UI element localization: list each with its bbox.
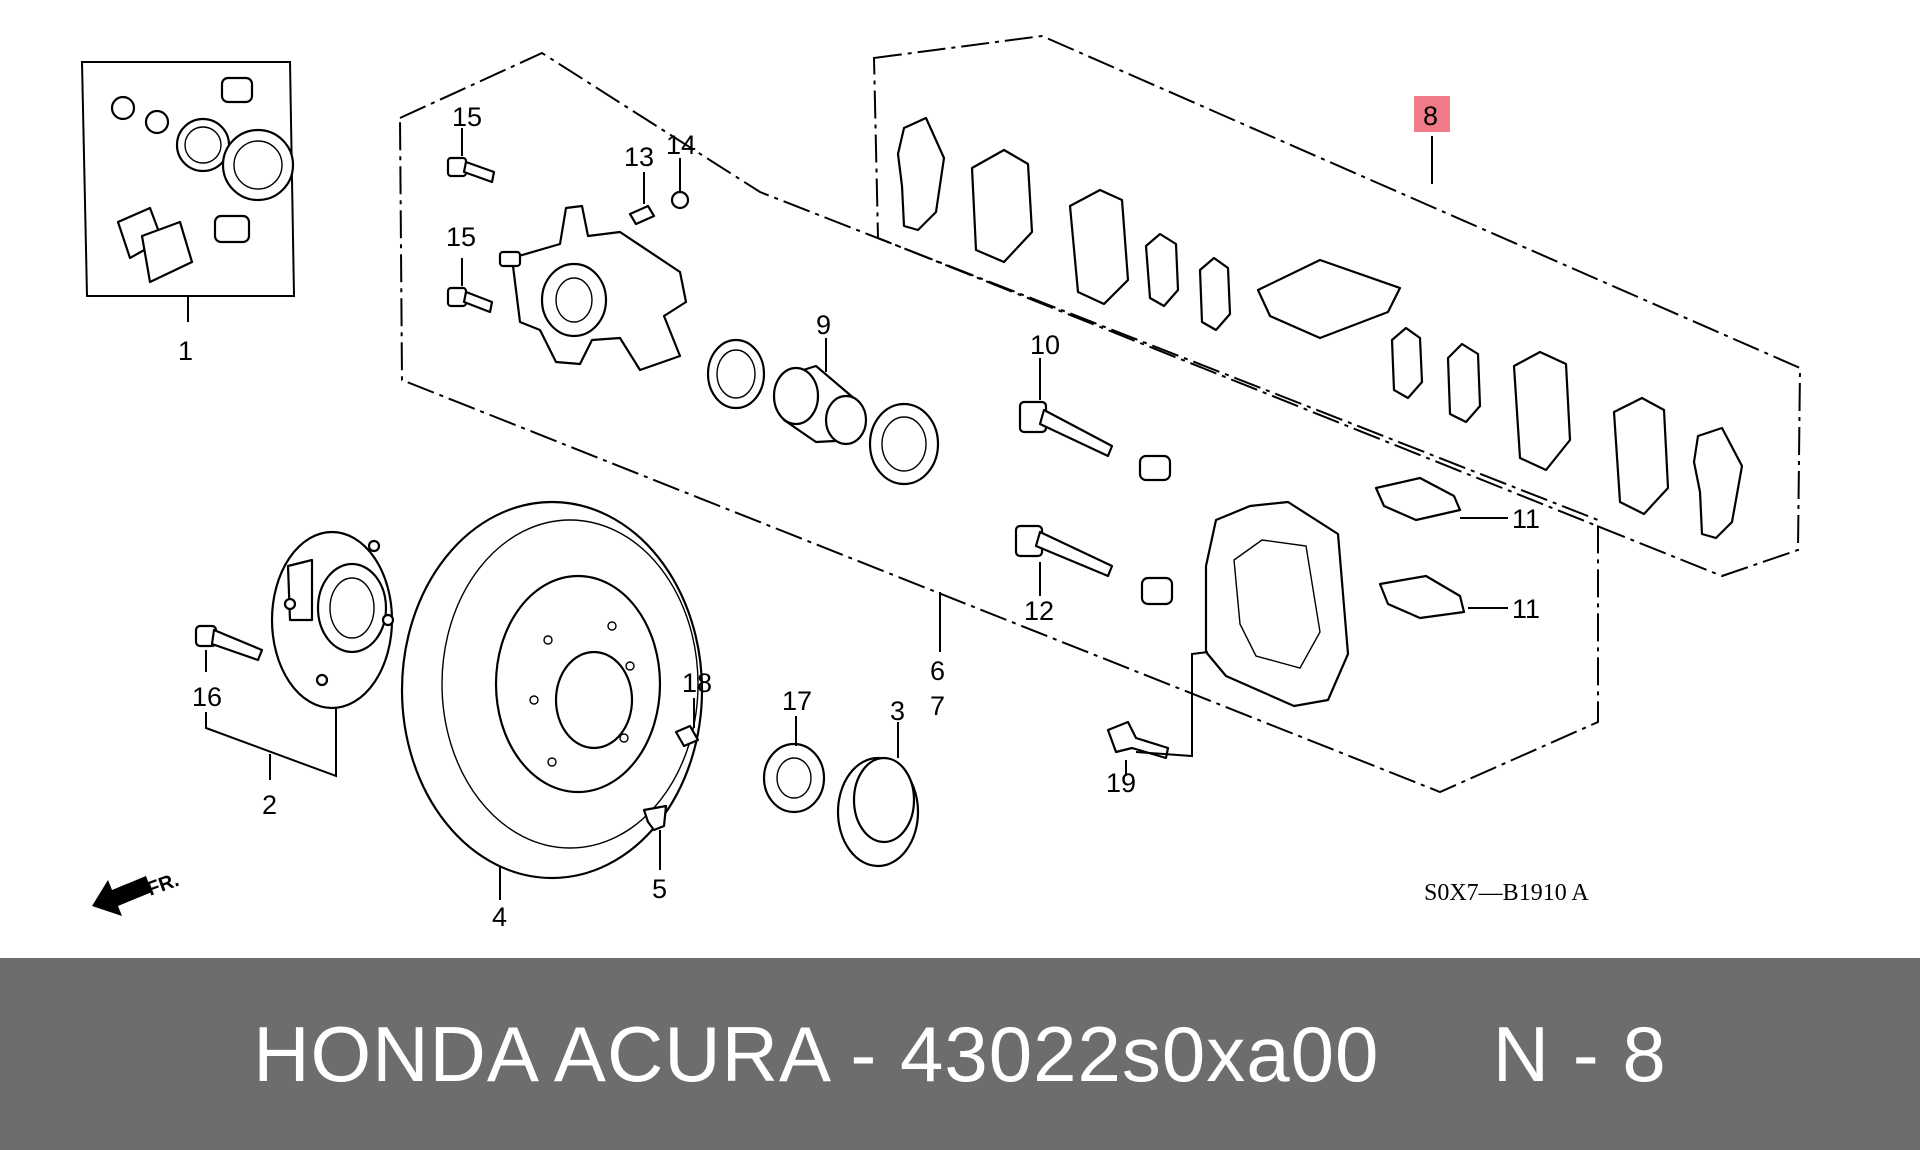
- callout-15-upper: 15: [452, 102, 482, 132]
- parts-diagram: FR. 1 2 3 4 5 6 7 8 9 10 11 11 12 13 14 …: [80, 34, 1802, 932]
- seal-kit-ring-small-2: [144, 109, 170, 135]
- pad-shim-outer-lower: [1692, 426, 1744, 540]
- pad-retainer-upper: [1374, 476, 1462, 522]
- callout-11-lower: 11: [1512, 594, 1540, 624]
- seal-kit-boot: [221, 128, 295, 202]
- dust-grommet: [642, 804, 668, 832]
- pin-boot-lower: [1140, 576, 1174, 606]
- bleeder-cap: [670, 190, 690, 210]
- bracket-bolt: [1106, 720, 1170, 760]
- disc-set-screw: [674, 724, 700, 748]
- spindle-nut: [762, 742, 826, 814]
- callout-15-lower: 15: [446, 222, 476, 252]
- pad-retainer-lower: [1378, 574, 1466, 620]
- front-direction-arrow: FR.: [92, 869, 182, 916]
- piston-seal: [706, 338, 766, 410]
- seal-kit-box: [80, 61, 296, 297]
- pad-shim-outer-upper: [896, 116, 946, 232]
- footer-title: HONDA ACURA - 43022s0xa00 N - 8: [253, 1009, 1667, 1098]
- caliper-assembly-outline: [398, 51, 1599, 794]
- guide-pin-10: [1018, 400, 1114, 458]
- pad-shim-inner-upper: [1144, 232, 1180, 308]
- pad-shim-inner-lower-2: [1446, 342, 1482, 424]
- piston-boot: [868, 402, 940, 486]
- brake-disc: [400, 500, 704, 880]
- brake-pad-lower-right: [1612, 396, 1670, 516]
- hub-cap: [836, 756, 920, 868]
- pad-set-outline: [872, 34, 1802, 578]
- seal-kit-ring-small: [110, 95, 136, 121]
- brake-pad-lower-left: [1512, 350, 1572, 472]
- brake-pad-upper-left: [970, 148, 1034, 264]
- callout-5: 5: [652, 874, 667, 904]
- callout-8-highlight: [1414, 96, 1450, 132]
- callout-3: 3: [890, 696, 905, 726]
- grease-packet-2: [140, 220, 194, 284]
- bleeder-screw: [628, 204, 656, 226]
- callout-11-upper: 11: [1512, 504, 1540, 534]
- seal-kit-pin-boot-2: [213, 214, 251, 244]
- hub-flange: [270, 530, 395, 710]
- pin-boot-upper: [1138, 454, 1172, 482]
- callout-17: 17: [782, 686, 812, 716]
- callout-6: 6: [930, 656, 945, 686]
- callout-4: 4: [492, 902, 507, 932]
- footer-bar: HONDA ACURA - 43022s0xa00 N - 8: [0, 958, 1920, 1150]
- caliper-bracket: [1204, 500, 1350, 708]
- piston: [772, 364, 868, 446]
- callout-2: 2: [262, 790, 277, 820]
- callout-9: 9: [816, 310, 831, 340]
- callout-10: 10: [1030, 330, 1060, 360]
- pad-shim-inner-upper-2: [1198, 256, 1232, 332]
- caliper-body: [498, 204, 688, 372]
- callout-7: 7: [930, 691, 945, 721]
- guide-bolt-15-lower: [446, 286, 494, 314]
- front-direction-label: FR.: [144, 869, 182, 901]
- callout-19: 19: [1106, 768, 1136, 798]
- callout-1: 1: [178, 336, 193, 366]
- callout-14: 14: [666, 130, 696, 160]
- brake-pad-upper-right: [1068, 188, 1130, 306]
- diagram-code: S0X7—B1910 A: [1424, 880, 1589, 906]
- callout-18: 18: [682, 668, 712, 698]
- guide-bolt-15-upper: [446, 156, 496, 184]
- callout-16: 16: [192, 682, 222, 712]
- seal-kit-pin-boot: [220, 76, 254, 104]
- pad-shim-inner-lower: [1390, 326, 1424, 400]
- hub-bolt: [194, 624, 264, 662]
- callout-12: 12: [1024, 596, 1054, 626]
- callout-8: 8: [1423, 101, 1438, 131]
- callout-13: 13: [624, 142, 654, 172]
- grease-packet-pad-set: [1256, 258, 1402, 340]
- guide-pin-12: [1014, 524, 1114, 578]
- seal-kit-group: [80, 61, 296, 322]
